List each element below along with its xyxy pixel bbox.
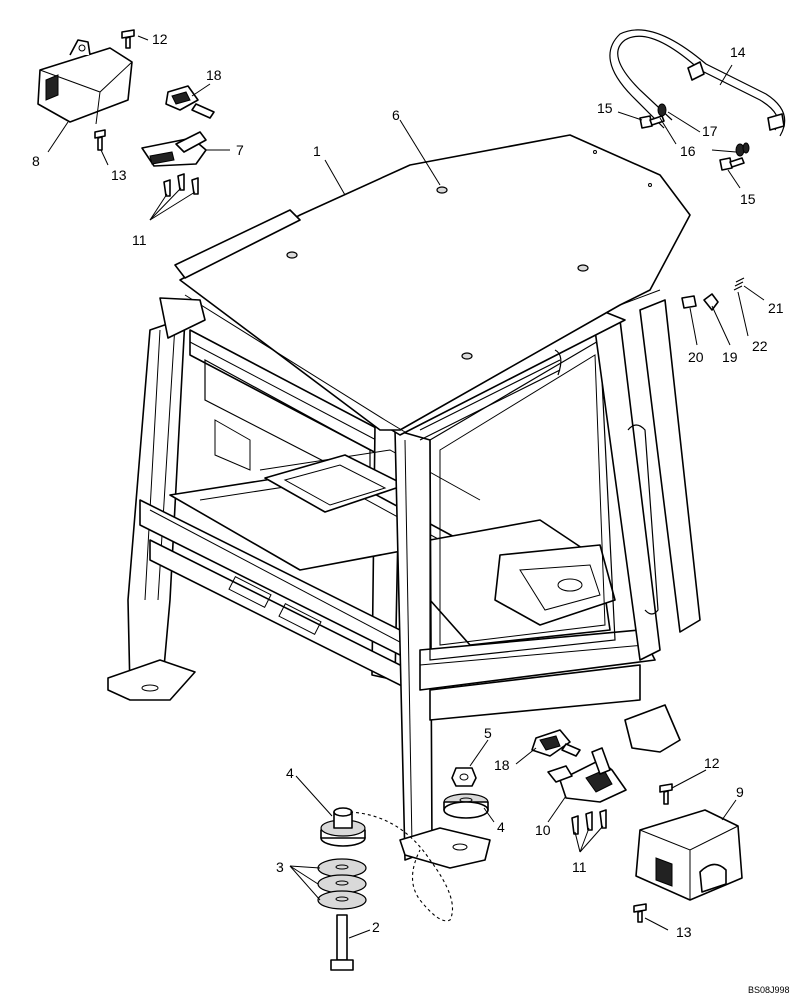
- cover-housing-9: [635, 809, 743, 901]
- callout-18-bottom: 18: [494, 757, 510, 773]
- callout-3: 3: [276, 859, 284, 875]
- bolt-15-lower: [719, 157, 745, 171]
- callout-11-top: 11: [132, 232, 147, 248]
- mount-4-right: [443, 793, 489, 819]
- switch-18-bottom: [531, 729, 581, 757]
- callout-22: 22: [752, 338, 768, 354]
- callout-7: 7: [236, 142, 244, 158]
- latch-10: [547, 747, 627, 803]
- callout-15-lower: 15: [740, 191, 756, 207]
- callout-20: 20: [688, 349, 704, 365]
- bolt-13-bottom: [633, 903, 647, 923]
- callout-11-bottom: 11: [572, 859, 587, 875]
- callout-17: 17: [702, 123, 718, 139]
- bolt-2: [330, 914, 354, 971]
- callout-2: 2: [372, 919, 380, 935]
- washers-16-17: [657, 103, 750, 157]
- callout-1: 1: [313, 143, 321, 159]
- callout-19: 19: [722, 349, 738, 365]
- bolt-12-bottom: [659, 783, 673, 805]
- assembly-line: [349, 811, 454, 922]
- callout-16: 16: [680, 143, 696, 159]
- leader-lines: [47, 35, 765, 939]
- cab-frame: [107, 134, 701, 869]
- latch-7: [141, 131, 207, 167]
- callout-13-top: 13: [111, 167, 127, 183]
- bracket-housing-top-left: [37, 39, 133, 125]
- callout-13-bottom: 13: [676, 924, 692, 940]
- switch-18-top: [165, 85, 215, 119]
- handle-rail-14: [609, 29, 786, 137]
- callout-8: 8: [32, 153, 40, 169]
- clips-19-22: [681, 277, 745, 311]
- callout-10: 10: [535, 822, 551, 838]
- callout-21: 21: [768, 300, 784, 316]
- drawing-code: BS08J998: [748, 985, 790, 995]
- washer-stack-3: [317, 858, 367, 910]
- callout-9: 9: [736, 784, 744, 800]
- screws-11-bottom: [571, 809, 607, 835]
- callout-15-upper: 15: [597, 100, 613, 116]
- callout-14: 14: [730, 44, 746, 60]
- callout-12-top: 12: [152, 31, 168, 47]
- callout-4-right: 4: [497, 819, 505, 835]
- callout-5: 5: [484, 725, 492, 741]
- screws-11-top: [163, 173, 199, 197]
- callout-18-top: 18: [206, 67, 222, 83]
- callout-labels: 1 2 3 4 4 5 6 7 8 9 10 11 11 12 12 13 13…: [32, 31, 784, 940]
- callout-12-bottom: 12: [704, 755, 720, 771]
- nut-5: [451, 767, 477, 787]
- bolt-13-top: [94, 129, 106, 151]
- callout-6: 6: [392, 107, 400, 123]
- mount-4-left: [320, 807, 366, 847]
- callout-4-left: 4: [286, 765, 294, 781]
- bolt-12-top: [121, 29, 135, 49]
